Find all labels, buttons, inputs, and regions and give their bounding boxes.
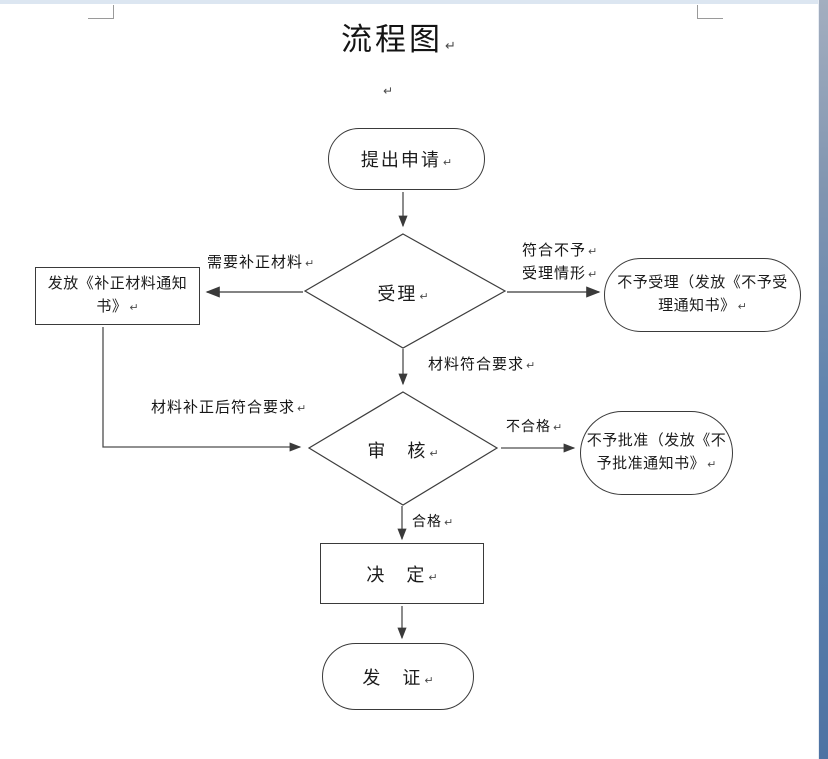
node-not-accepted[interactable]: 不予受理（发放《不予受 理通知书》↵ bbox=[604, 258, 801, 332]
page-title: 流程图↵ bbox=[341, 14, 456, 59]
paragraph-mark: ↵ bbox=[305, 257, 315, 270]
paragraph-mark: ↵ bbox=[445, 39, 456, 54]
edge-label-meets-rejection-line2: 受理情形↵ bbox=[522, 266, 598, 282]
paragraph-mark: ↵ bbox=[424, 673, 434, 687]
node-review-label: 审 核↵ bbox=[367, 441, 439, 461]
paragraph-mark: ↵ bbox=[737, 300, 747, 313]
paragraph-mark: ↵ bbox=[588, 245, 598, 258]
edge-label-meets-rejection-line1: 符合不予↵ bbox=[522, 243, 598, 259]
paragraph-mark: ↵ bbox=[526, 359, 536, 372]
node-not-approved[interactable]: 不予批准（发放《不 予批准通知书》↵ bbox=[580, 411, 733, 495]
text-boundary-mark-top-left bbox=[88, 5, 114, 19]
node-issue-cert-label: 发 证↵ bbox=[362, 667, 434, 688]
paragraph-mark: ↵ bbox=[383, 84, 394, 98]
node-not-accepted-line1: 不予受理（发放《不予受 bbox=[617, 275, 788, 291]
diamond-accept[interactable] bbox=[303, 233, 507, 349]
node-decide[interactable]: 决 定↵ bbox=[320, 543, 484, 604]
paragraph-mark: ↵ bbox=[419, 290, 429, 303]
paragraph-mark: ↵ bbox=[553, 421, 563, 434]
edge-label-supplemented-ok[interactable]: 材料补正后符合要求↵ bbox=[151, 400, 307, 416]
window-right-edge bbox=[818, 0, 828, 759]
node-not-approved-line2: 予批准通知书》↵ bbox=[596, 456, 717, 472]
edge-label-meets-rejection[interactable]: 符合不予↵ 受理情形↵ bbox=[522, 240, 597, 286]
node-supplement-notice[interactable]: 发放《补正材料通知 书》↵ bbox=[35, 267, 200, 325]
paragraph-mark: ↵ bbox=[428, 570, 438, 584]
paragraph-mark: ↵ bbox=[442, 156, 453, 169]
node-accept-label: 受理↵ bbox=[377, 284, 429, 304]
edge-label-need-supplement[interactable]: 需要补正材料↵ bbox=[207, 255, 315, 271]
node-not-accepted-line2: 理通知书》↵ bbox=[658, 298, 747, 314]
paragraph-mark: ↵ bbox=[429, 447, 439, 460]
window-top-edge bbox=[0, 0, 828, 4]
node-not-approved-line1: 不予批准（发放《不 bbox=[586, 433, 727, 449]
paragraph-mark: ↵ bbox=[129, 301, 139, 314]
node-start[interactable]: 提出申请↵ bbox=[328, 128, 485, 190]
node-decide-label: 决 定↵ bbox=[366, 564, 438, 585]
edge-label-unqualified[interactable]: 不合格↵ bbox=[506, 420, 563, 435]
diamond-review[interactable] bbox=[307, 391, 499, 506]
text-boundary-mark-top-right bbox=[697, 5, 723, 19]
paragraph-mark: ↵ bbox=[588, 268, 598, 281]
edge-label-materials-ok[interactable]: 材料符合要求↵ bbox=[428, 357, 536, 373]
node-supplement-line2: 书》↵ bbox=[96, 299, 139, 315]
paragraph-mark: ↵ bbox=[707, 458, 717, 471]
paragraph-mark: ↵ bbox=[444, 516, 454, 529]
arrow-supplement-to-review[interactable] bbox=[102, 327, 302, 452]
node-start-label: 提出申请↵ bbox=[360, 150, 453, 170]
paragraph-mark: ↵ bbox=[297, 402, 307, 415]
edge-label-qualified[interactable]: 合格↵ bbox=[412, 515, 454, 530]
node-supplement-line1: 发放《补正材料通知 bbox=[47, 276, 188, 292]
node-issue-cert[interactable]: 发 证↵ bbox=[322, 643, 474, 710]
page-title-text: 流程图 bbox=[341, 22, 443, 57]
